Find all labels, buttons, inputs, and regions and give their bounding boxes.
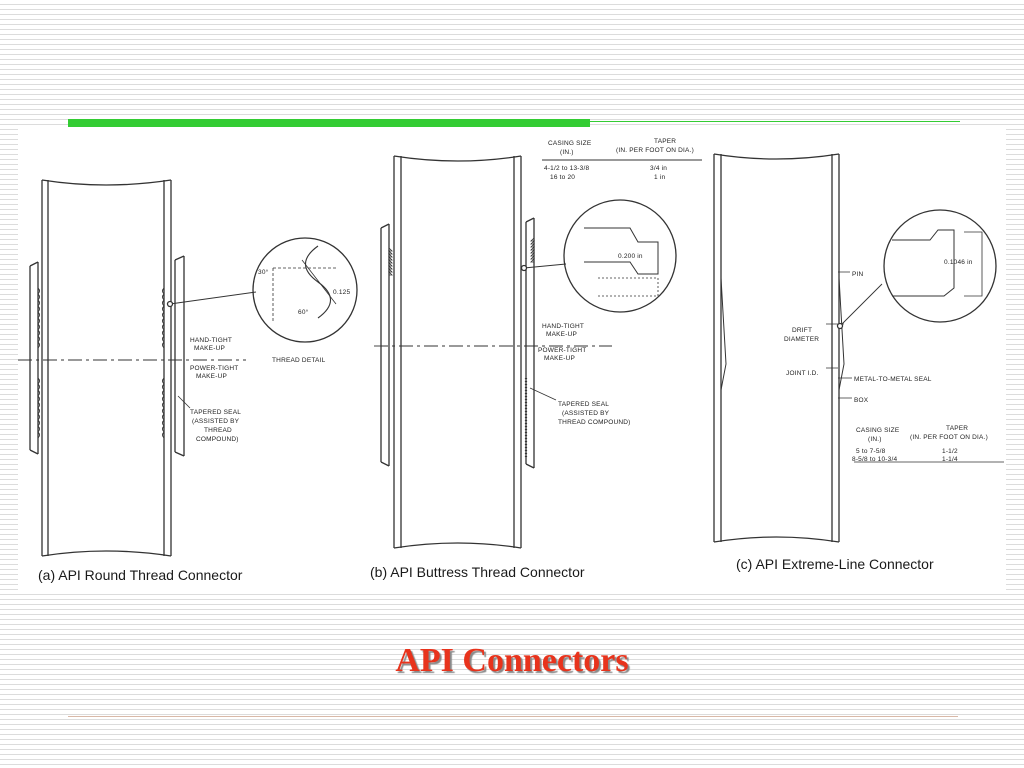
round-hand-tight-2: MAKE-UP	[194, 345, 225, 352]
extreme-joint: JOINT I.D.	[786, 370, 819, 377]
round-power-tight-2: MAKE-UP	[196, 373, 227, 380]
round-seal-2: (ASSISTED BY	[192, 418, 240, 425]
buttress-table-r1c2: 3/4 in	[650, 165, 667, 172]
buttress-bottom-end	[393, 542, 522, 549]
round-detail-angle-2: 60°	[298, 308, 309, 316]
connector-diagram: 30° 60° 0.125 THREAD DETAIL HAND-TIGHT M…	[18, 138, 1004, 583]
extreme-seal: METAL-TO-METAL SEAL	[854, 376, 932, 383]
buttress-seal-2: (ASSISTED BY	[562, 410, 610, 417]
extreme-right-wall	[831, 154, 840, 542]
buttress-table-header-1b: (IN.)	[560, 149, 574, 156]
bottom-rule	[68, 716, 958, 717]
round-seal-4: COMPOUND)	[196, 436, 239, 443]
extreme-bottom-end	[713, 536, 840, 543]
buttress-table-r2c1: 16 to 20	[550, 174, 575, 181]
buttress-caption: (b) API Buttress Thread Connector	[370, 564, 585, 580]
buttress-power-tight-2: MAKE-UP	[544, 355, 575, 362]
buttress-table-r1c1: 4-1/2 to 13-3/8	[544, 165, 589, 172]
round-thread-connector	[18, 179, 358, 557]
accent-bar	[68, 119, 590, 127]
buttress-coupling-left	[380, 224, 390, 466]
buttress-detail-circle	[563, 199, 677, 313]
accent-line	[590, 121, 960, 122]
buttress-thread-connector	[374, 155, 702, 549]
round-detail-dim: 0.125	[333, 289, 350, 296]
round-power-tight-1: POWER-TIGHT	[190, 365, 238, 372]
round-coupling-right	[174, 256, 185, 456]
extreme-table-r2c2: 1-1/4	[942, 456, 958, 463]
round-seal-1: TAPERED SEAL	[190, 409, 241, 416]
extreme-left-wall	[713, 154, 722, 542]
connector-figure: 30° 60° 0.125 THREAD DETAIL HAND-TIGHT M…	[18, 128, 1006, 590]
extreme-top-end	[713, 153, 840, 160]
extreme-table-header-1a: CASING SIZE	[856, 427, 900, 434]
buttress-hand-tight-2: MAKE-UP	[546, 331, 577, 338]
buttress-hand-tight-1: HAND-TIGHT	[542, 323, 584, 330]
extreme-detail-leader	[839, 283, 883, 327]
round-top-end	[41, 179, 172, 186]
buttress-right-wall	[513, 156, 522, 548]
extreme-table-r1c2: 1-1/2	[942, 448, 958, 455]
round-hand-tight-1: HAND-TIGHT	[190, 337, 232, 344]
extreme-table-header-2b: (IN. PER FOOT ON DIA.)	[910, 434, 988, 441]
extreme-detail-value: 0.1046 in	[944, 259, 973, 266]
extreme-caption: (c) API Extreme-Line Connector	[736, 556, 934, 572]
extreme-table-r1c1: 5 to 7-5/8	[856, 448, 886, 455]
extreme-box: BOX	[854, 397, 869, 404]
buttress-left-wall	[393, 156, 402, 548]
buttress-table-header-2a: TAPER	[654, 138, 676, 145]
round-detail-angle-1: 30°	[258, 268, 269, 276]
round-bottom-end	[41, 550, 172, 557]
round-threads-left-top	[37, 287, 40, 349]
extreme-table-r2c1: 8-5/8 to 10-3/4	[852, 456, 897, 463]
buttress-table-r2c2: 1 in	[654, 174, 665, 181]
buttress-seal-1: TAPERED SEAL	[558, 401, 609, 408]
round-detail-label: THREAD DETAIL	[272, 357, 326, 364]
buttress-table-header-2b: (IN. PER FOOT ON DIA.)	[616, 147, 694, 154]
extreme-drift-1: DRIFT	[792, 327, 812, 334]
round-caption: (a) API Round Thread Connector	[38, 567, 243, 583]
slide-title: API Connectors	[395, 642, 629, 679]
extreme-detail-circle	[883, 209, 997, 323]
extreme-table-header-2a: TAPER	[946, 425, 968, 432]
round-detail-leader	[169, 291, 257, 305]
extreme-pin: PIN	[852, 271, 864, 278]
buttress-power-tight-1: POWER-TIGHT	[538, 347, 586, 354]
extreme-drift-2: DIAMETER	[784, 336, 819, 343]
round-seal-3: THREAD	[204, 427, 232, 434]
buttress-seal-3: THREAD COMPOUND)	[558, 419, 631, 426]
buttress-coupling-right	[525, 218, 535, 468]
extreme-line-connector	[713, 153, 1004, 543]
buttress-detail-value: 0.200 in	[618, 253, 643, 260]
extreme-table-header-1b: (IN.)	[868, 436, 882, 443]
buttress-detail-leader	[523, 263, 567, 269]
round-thread-detail-circle	[252, 237, 358, 343]
buttress-top-end	[393, 155, 522, 162]
buttress-table-header-1a: CASING SIZE	[548, 140, 592, 147]
round-coupling-left	[29, 262, 39, 454]
